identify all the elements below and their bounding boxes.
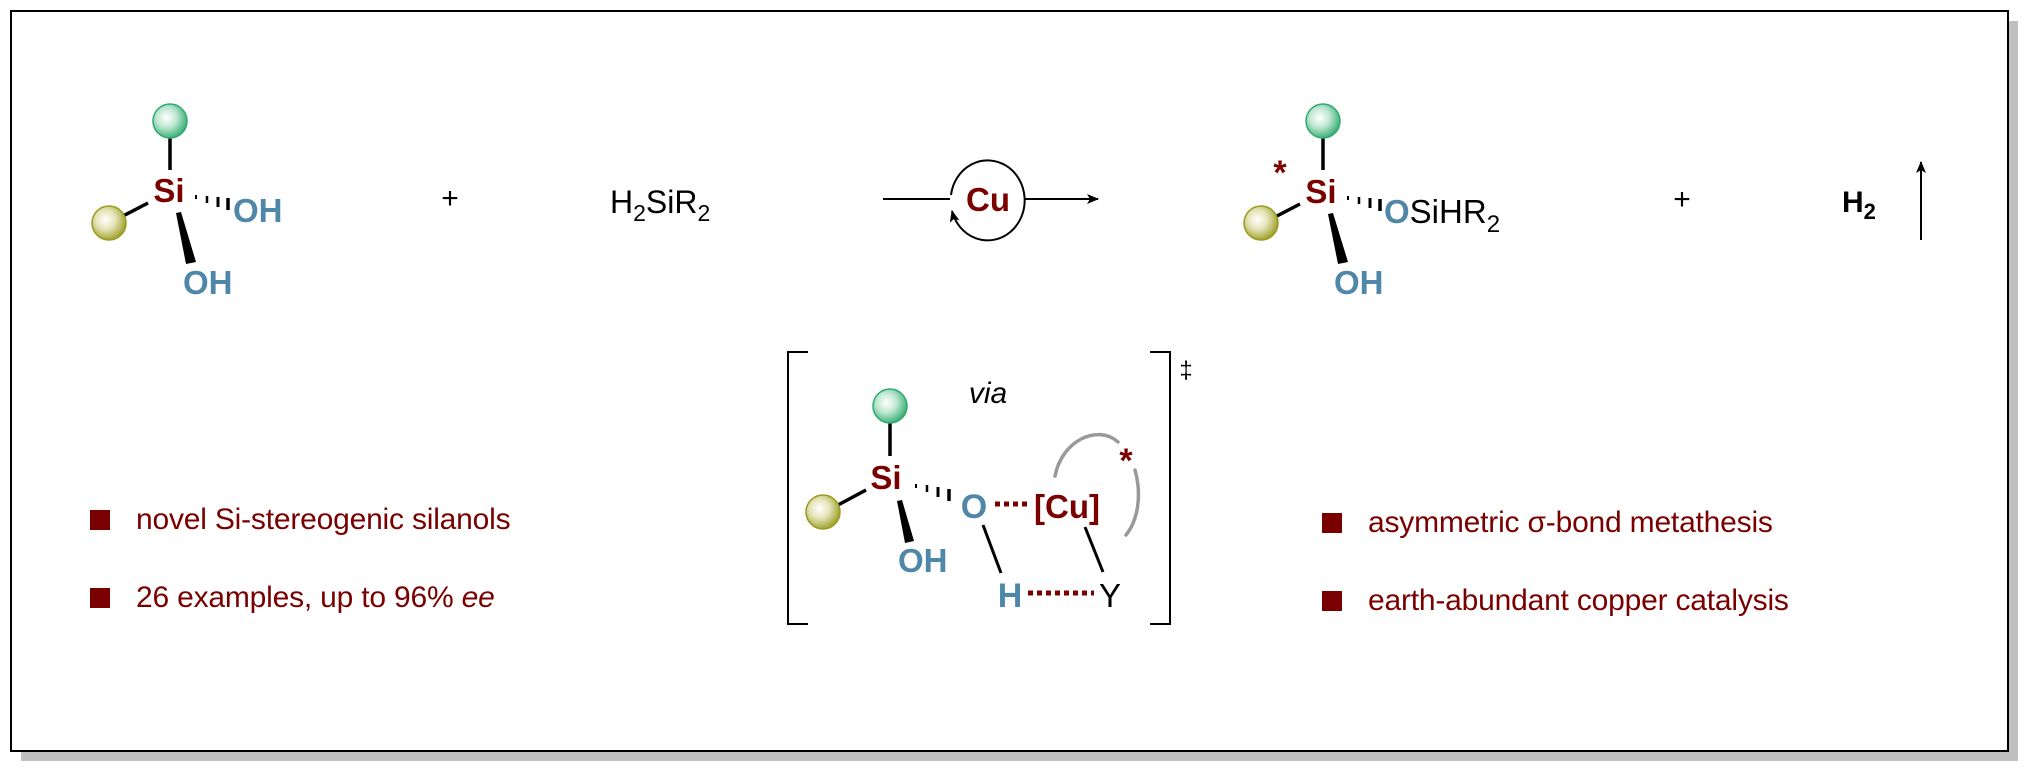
green-substituent-ball	[1305, 103, 1341, 139]
green-substituent-ball	[872, 388, 908, 424]
highlight-text: novel Si-stereogenic silanols	[136, 503, 511, 536]
yellow-substituent-ball	[1243, 205, 1279, 241]
silicon-atom: Si	[153, 172, 184, 209]
graphic-frame	[10, 10, 2009, 752]
bullet-square-icon	[1322, 513, 1342, 533]
left-bracket	[787, 351, 808, 625]
siloxy-group: OSiHR2	[1384, 193, 1500, 238]
hashed-bond	[1347, 196, 1382, 211]
right-highlights: asymmetric σ-bond metathesis earth-abund…	[1322, 503, 1789, 659]
highlight-item: earth-abundant copper catalysis	[1322, 581, 1789, 621]
y-ligand: Y	[1099, 577, 1121, 614]
green-substituent-ball	[152, 103, 188, 139]
wedge-bond	[176, 212, 196, 264]
highlight-italic: ee	[461, 581, 495, 614]
via-label: via	[969, 377, 1007, 410]
silicon-atom: Si	[1305, 173, 1336, 210]
hydroxyl-right: OH	[233, 192, 283, 229]
stereocenter-asterisk: *	[1273, 154, 1287, 192]
oxygen-atom: O	[961, 488, 987, 526]
transition-state: ‡ via Si OH O [Cu] * H Y	[787, 351, 1193, 625]
hashed-bond	[915, 484, 951, 501]
highlight-item: 26 examples, up to 96% ee	[90, 578, 510, 618]
product-silanol: * Si OSiHR2 OH	[1243, 103, 1500, 301]
chiral-ligand-arc	[1124, 468, 1141, 537]
reaction-arrow: Cu	[883, 159, 1099, 242]
catalyst-label: Cu	[966, 181, 1010, 218]
wedge-bond	[1328, 213, 1348, 264]
right-bracket	[1150, 351, 1171, 625]
plus-sign: +	[1673, 183, 1691, 216]
hashed-bond	[195, 195, 230, 210]
highlight-text: earth-abundant copper catalysis	[1368, 584, 1789, 617]
bullet-square-icon	[90, 588, 110, 608]
yellow-substituent-ball	[91, 205, 127, 241]
hydroxyl-down: OH	[1334, 264, 1384, 301]
bullet-square-icon	[90, 510, 110, 530]
left-highlights: novel Si-stereogenic silanols 26 example…	[90, 500, 511, 656]
chiral-ligand-arc	[1053, 432, 1120, 478]
reactant-silanediol: Si OH OH	[91, 103, 283, 301]
highlight-text: asymmetric σ-bond metathesis	[1368, 506, 1773, 539]
hydroxyl-down: OH	[183, 264, 233, 301]
highlight-item: asymmetric σ-bond metathesis	[1322, 503, 1789, 543]
copper-complex: [Cu]	[1034, 488, 1100, 525]
plus-sign: +	[441, 182, 459, 215]
double-dagger: ‡	[1179, 357, 1192, 384]
silicon-atom: Si	[870, 459, 901, 496]
highlight-item: novel Si-stereogenic silanols	[90, 500, 511, 540]
bond-si-r2	[122, 201, 149, 218]
wedge-bond	[897, 500, 914, 543]
dihydrosilane: H2SiR2	[610, 184, 710, 226]
bullet-square-icon	[1322, 591, 1342, 611]
hydrogen-gas: H2	[1842, 186, 1876, 224]
yellow-substituent-ball	[805, 494, 841, 530]
highlight-text: 26 examples, up to 96%	[136, 581, 462, 614]
catalytic-cycle-icon	[949, 159, 1026, 242]
chiral-asterisk: *	[1119, 442, 1133, 480]
hydrogen-atom: H	[998, 577, 1023, 615]
hydroxyl-down: OH	[898, 542, 948, 579]
